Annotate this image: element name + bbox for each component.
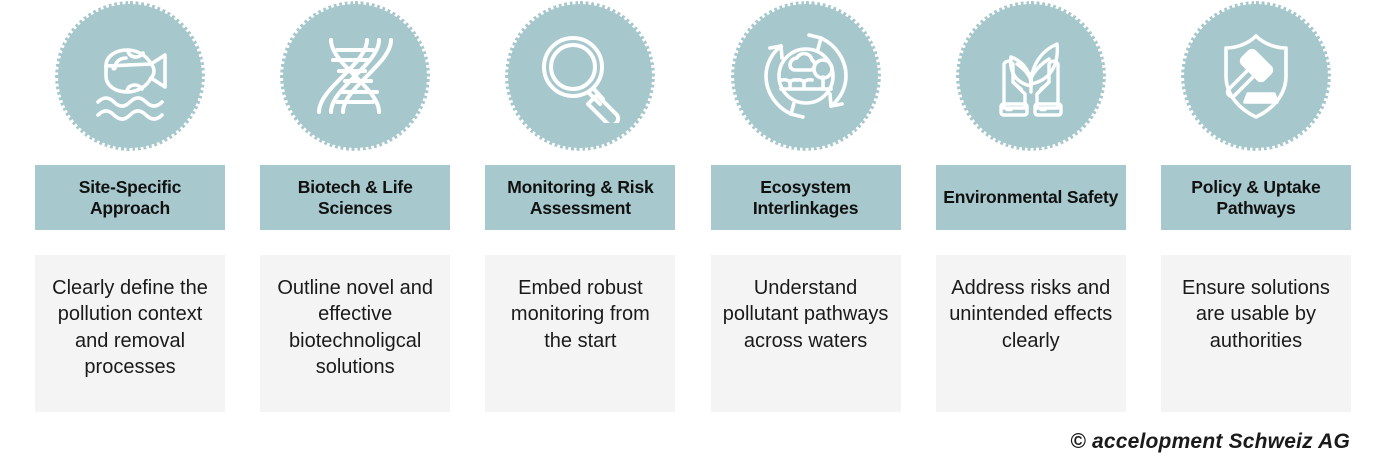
card-environmental-safety[interactable]: Environmental Safety Address risks and u… (935, 0, 1126, 412)
card-title: Site-Specific Approach (78, 176, 182, 218)
icon-wrap (1161, 0, 1351, 152)
card-body-text: Understand pollutant pathways across wat… (722, 277, 889, 352)
card-body-text: Embed robust monitoring from the start (510, 277, 650, 352)
cards-row: Site-Specific Approach Clearly define th… (35, 0, 1351, 412)
card-title: Environmental Safety (943, 187, 1119, 208)
icon-wrap (485, 0, 675, 152)
icon-wrap (35, 0, 225, 152)
card-title-bar: Monitoring & Risk Assessment (485, 165, 676, 230)
card-title: Policy & Uptake Pathways (1191, 176, 1321, 218)
card-title-bar: Policy & Uptake Pathways (1160, 165, 1351, 230)
card-ecosystem-interlinkages[interactable]: Ecosystem Interlinkages Understand pollu… (710, 0, 901, 412)
card-title: Ecosystem Interlinkages (752, 176, 859, 218)
card-monitoring-risk-assessment[interactable]: Monitoring & Risk Assessment Embed robus… (485, 0, 676, 412)
card-title-bar: Ecosystem Interlinkages (710, 165, 901, 230)
card-body-text: Ensure solutions are usable by authoriti… (1182, 277, 1330, 352)
shield-gavel-icon (1208, 28, 1304, 124)
copyright-footer: © accelopment Schweiz AG (1070, 430, 1350, 453)
card-body-text: Clearly define the pollution context and… (52, 277, 208, 379)
card-body-panel: Address risks and unintended effects cle… (935, 255, 1126, 412)
card-body-panel: Understand pollutant pathways across wat… (710, 255, 901, 412)
medallion (283, 4, 428, 148)
icon-wrap (936, 0, 1126, 152)
icon-wrap (260, 0, 450, 152)
card-title-bar: Environmental Safety (935, 165, 1126, 230)
card-body-panel: Outline novel and effective biotechnolig… (260, 255, 451, 412)
magnifying-glass-icon (533, 29, 627, 123)
card-policy-uptake-pathways[interactable]: Policy & Uptake Pathways Ensure solution… (1160, 0, 1351, 412)
hands-holding-plant-icon (983, 28, 1079, 124)
medallion (58, 4, 202, 148)
medallion (958, 4, 1103, 148)
medallion (508, 4, 653, 148)
card-title-bar: Site-Specific Approach (35, 165, 225, 230)
card-body-text: Outline novel and effective biotechnolig… (277, 277, 434, 379)
card-body-panel: Clearly define the pollution context and… (35, 255, 225, 412)
icon-wrap (711, 0, 901, 152)
medallion (733, 4, 878, 148)
ecosystem-cycle-icon (757, 27, 855, 125)
card-site-specific-approach[interactable]: Site-Specific Approach Clearly define th… (35, 0, 225, 412)
medallion (1183, 4, 1328, 148)
card-title-bar: Biotech & Life Sciences (260, 165, 451, 230)
fish-waves-icon (82, 28, 178, 124)
card-body-panel: Ensure solutions are usable by authoriti… (1160, 255, 1351, 412)
dna-helix-icon (309, 30, 401, 122)
card-body-panel: Embed robust monitoring from the start (485, 255, 676, 412)
card-title: Biotech & Life Sciences (297, 176, 413, 218)
card-body-text: Address risks and unintended effects cle… (949, 277, 1113, 352)
card-biotech-life-sciences[interactable]: Biotech & Life Sciences Outline novel an… (260, 0, 451, 412)
card-title: Monitoring & Risk Assessment (507, 176, 654, 218)
